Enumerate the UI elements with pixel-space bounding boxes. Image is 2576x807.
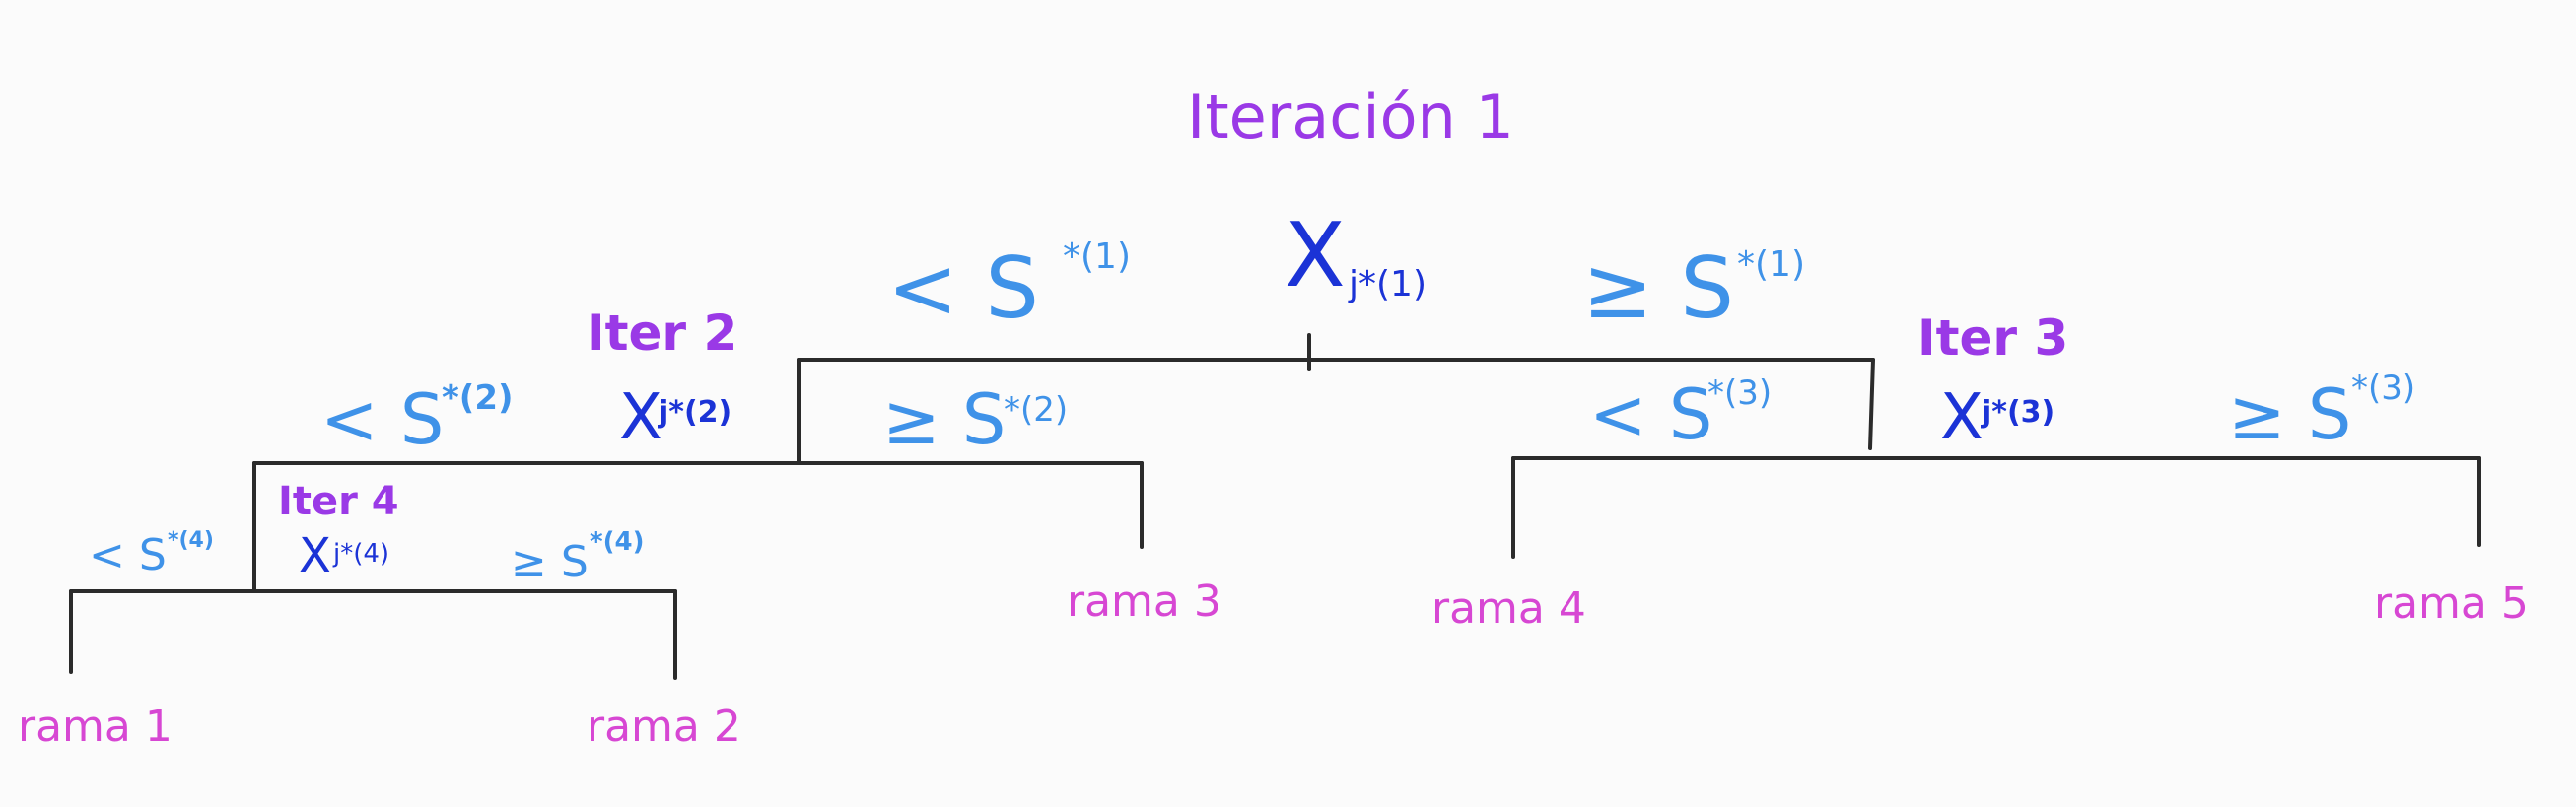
leaf-rama-5: rama 5 (2374, 578, 2529, 629)
root-left-condition: < S *(1) (887, 236, 1131, 338)
iter3-left-condition: < S *(3) (1589, 373, 1772, 455)
iter2-right-condition: ≥ S *(2) (882, 379, 1068, 460)
iter3-right-condition-text: ≥ S (2228, 374, 2351, 455)
iter4-right-condition-text: ≥ S (511, 537, 589, 587)
root-feature-label: X (1285, 204, 1346, 307)
iter2-left-condition-text: < S (320, 379, 444, 460)
iter2-label: Iter 2 (587, 304, 737, 362)
iter2-right-condition-text: ≥ S (882, 379, 1006, 460)
iter4-node: X j*(4) (299, 528, 389, 583)
iter2-left-condition: < S *(2) (320, 378, 514, 460)
root-right-condition-text: ≥ S (1582, 239, 1734, 338)
leaf-rama-1: rama 1 (18, 702, 173, 752)
iter4-feature-label: X (299, 528, 331, 583)
iter2-left-condition-superscript: *(2) (442, 378, 514, 418)
iter2-feature-subscript: j*(2) (658, 395, 731, 430)
iter3-left-condition-superscript: *(3) (1707, 373, 1772, 413)
root-node: X j*(1) (1285, 204, 1427, 307)
leaf-rama-4: rama 4 (1431, 583, 1586, 634)
iter2-node: X j*(2) (619, 381, 731, 454)
iter3-right-condition: ≥ S *(3) (2228, 369, 2415, 455)
iter3-label: Iter 3 (1917, 309, 2068, 367)
iter4-left-condition: < S *(4) (89, 528, 214, 580)
leaf-rama-2: rama 2 (587, 702, 741, 752)
diagram-title: Iteración 1 (1187, 81, 1514, 153)
root-left-condition-text: < S (887, 239, 1039, 338)
iter4-feature-subscript: j*(4) (332, 539, 389, 569)
iter3-node: X j*(3) (1940, 381, 2054, 454)
root-left-condition-superscript: *(1) (1063, 236, 1131, 277)
iter4-left-condition-superscript: *(4) (168, 528, 214, 553)
iter3-feature-label: X (1940, 381, 1984, 454)
iter2-feature-label: X (619, 381, 662, 454)
iter4-right-condition: ≥ S *(4) (511, 527, 644, 587)
root-right-drop (1868, 358, 1875, 450)
root-feature-subscript: j*(1) (1348, 264, 1427, 304)
iter4-left-condition-text: < S (89, 530, 167, 580)
leaf-rama-3: rama 3 (1067, 576, 1221, 627)
root-right-condition-superscript: *(1) (1737, 244, 1805, 285)
iter2-right-condition-superscript: *(2) (1004, 390, 1068, 430)
iter4-label: Iter 4 (278, 479, 399, 524)
iter4-right-condition-superscript: *(4) (590, 527, 644, 557)
iter3-right-condition-superscript: *(3) (2351, 369, 2415, 408)
root-right-condition: ≥ S *(1) (1582, 239, 1805, 338)
iter3-left-condition-text: < S (1589, 374, 1712, 455)
iter3-feature-subscript: j*(3) (1981, 395, 2054, 430)
